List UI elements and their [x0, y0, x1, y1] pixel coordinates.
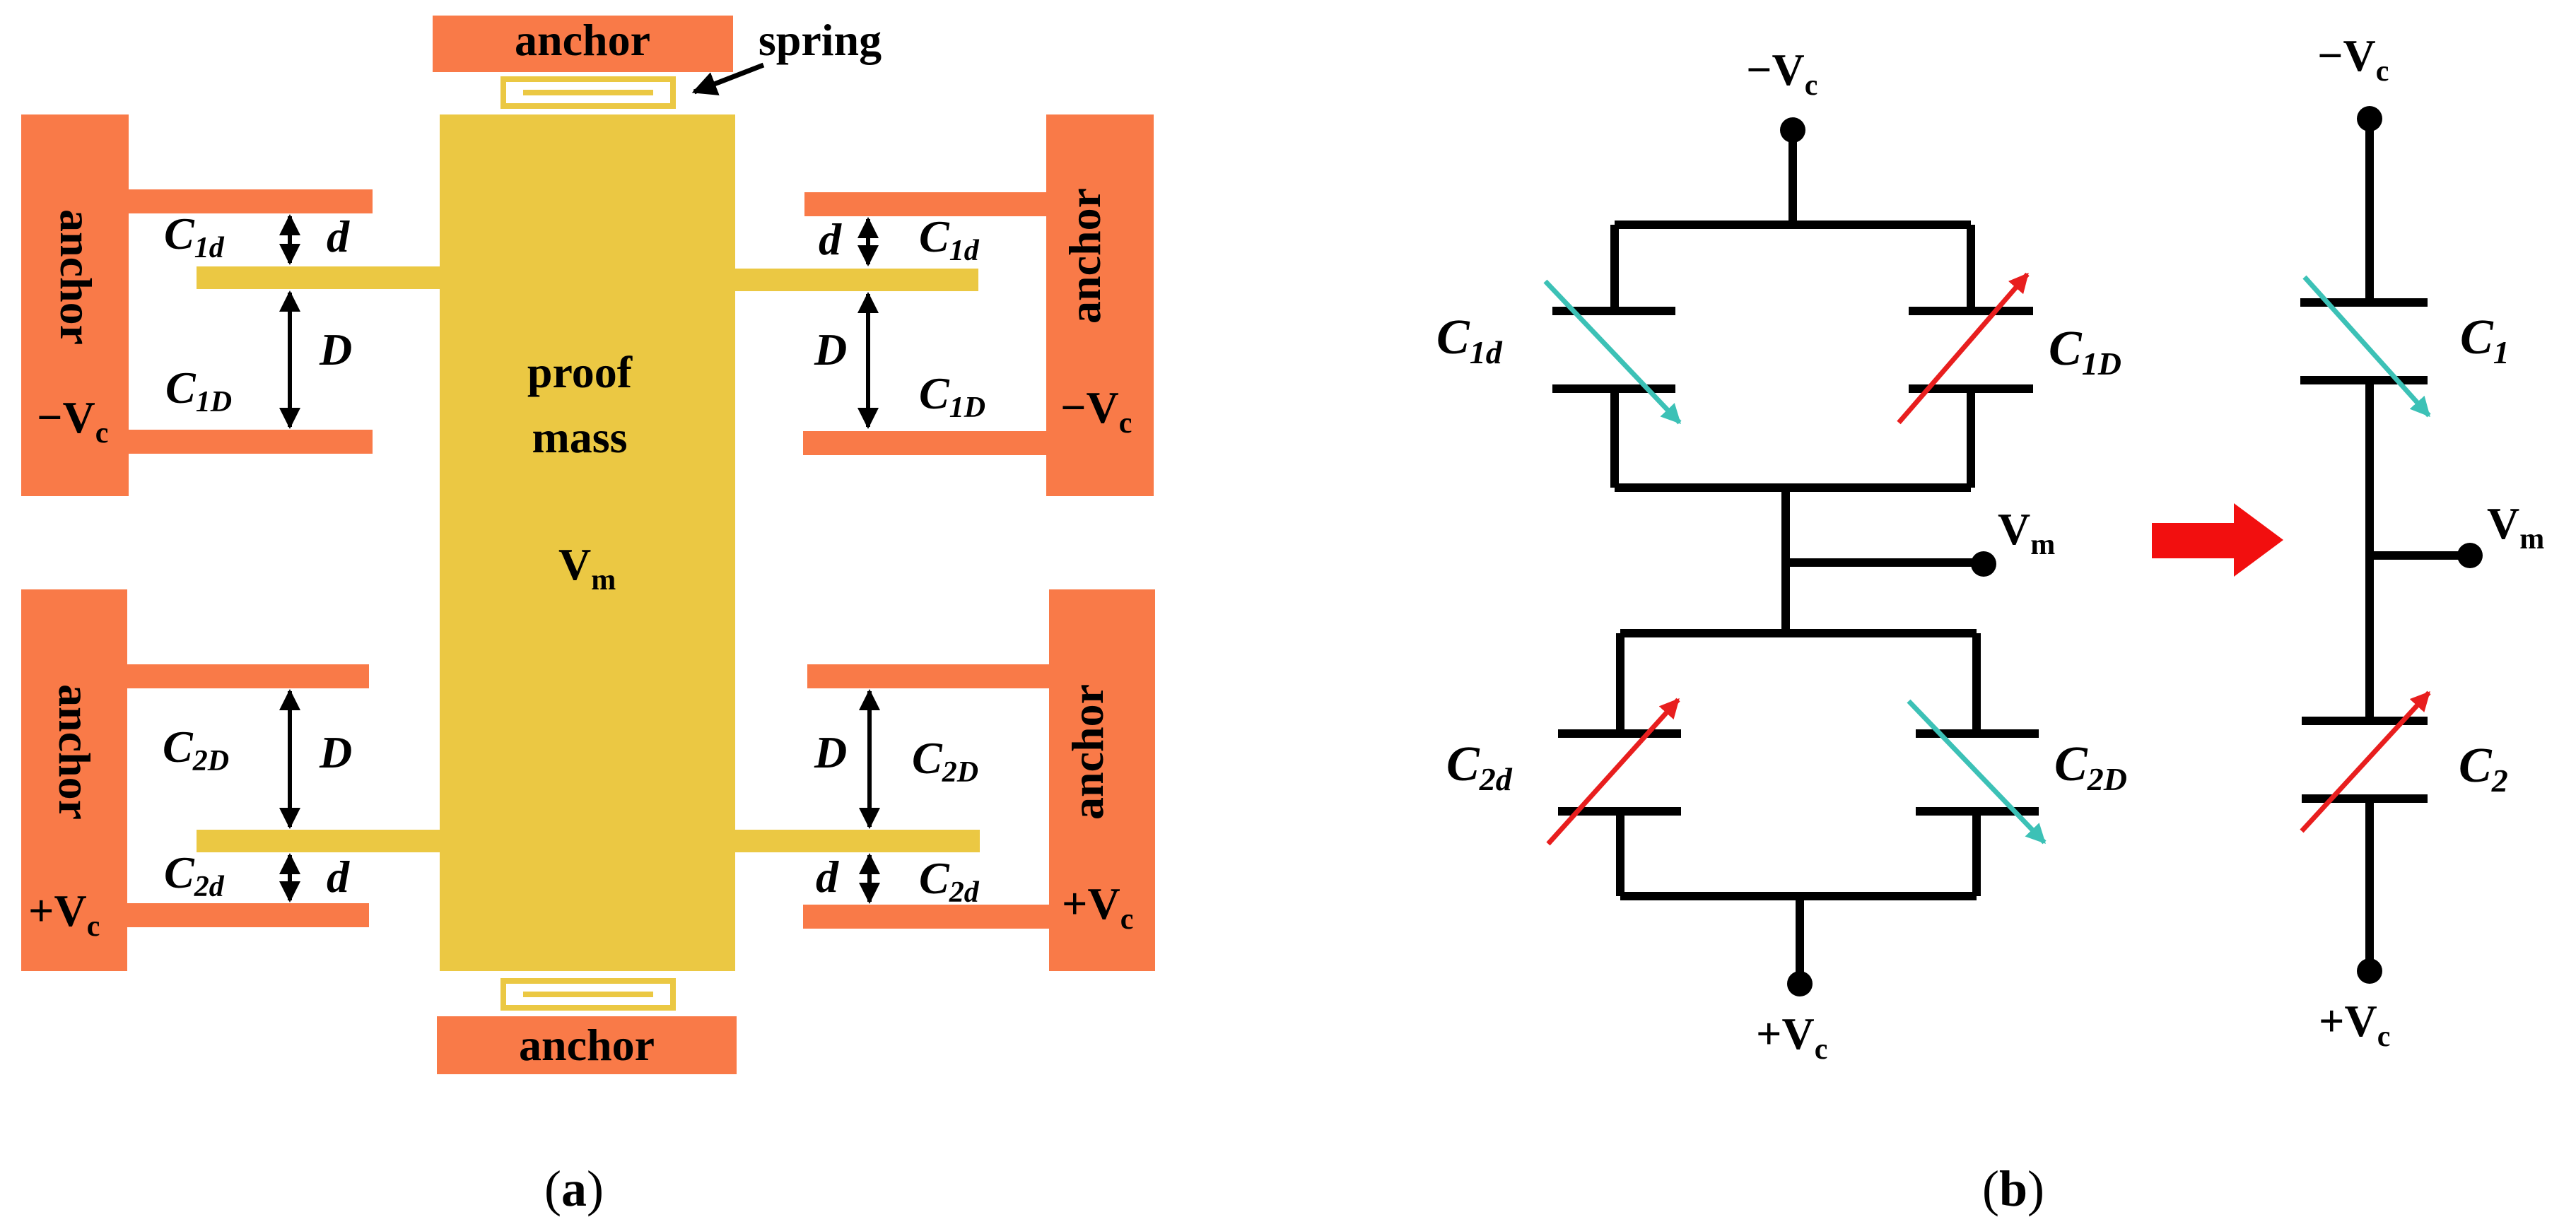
- top-spring: [500, 76, 676, 109]
- lower-left-bottom-finger: [127, 903, 369, 927]
- equivalence-arrow: [2152, 503, 2283, 577]
- lower-left-D-label: D: [319, 727, 352, 777]
- lower-right-c2d-label: C2d: [919, 853, 980, 909]
- upper-left-anchor: [21, 114, 129, 496]
- equiv-pos-vc-terminal: [2357, 958, 2382, 984]
- bridge-neg-vc-terminal: [1780, 117, 1805, 143]
- bridge-c1d-label: C1d: [1436, 310, 1503, 370]
- bridge-c2d-arrow: [1546, 698, 1680, 846]
- bottom-anchor: [437, 1016, 737, 1074]
- equiv-vm-terminal: [2457, 543, 2483, 568]
- equiv-c1-label: C1: [2460, 310, 2510, 370]
- bridge-c2D-arrow: [1907, 699, 2047, 845]
- equiv-neg-vc-terminal: [2357, 106, 2382, 131]
- bridge-c2d-label: C2d: [1446, 737, 1513, 797]
- upper-right-c1D-label: C1D: [919, 368, 985, 424]
- upper-left-d-label: d: [327, 211, 350, 261]
- panel-a: anchor spring proof mass Vm anchor ancho…: [21, 15, 1155, 1217]
- upper-right-mass-finger: [735, 269, 978, 291]
- upper-left-anchor-label: anchor: [51, 209, 101, 345]
- upper-left-mass-finger: [197, 266, 440, 289]
- bridge-vm-terminal: [1971, 551, 1996, 577]
- lower-right-d-label: d: [816, 852, 839, 902]
- upper-left-c1D-label: C1D: [165, 363, 232, 418]
- lower-left-mass-finger: [197, 830, 440, 852]
- lower-right-anchor-label: anchor: [1062, 684, 1113, 820]
- bridge-neg-vc-label: −Vc: [1746, 45, 1817, 102]
- upper-right-bottom-finger: [803, 431, 1046, 455]
- upper-right-top-finger: [804, 192, 1046, 216]
- upper-left-top-finger: [129, 189, 373, 213]
- panel-b-caption: (b): [1982, 1160, 2044, 1217]
- equiv-neg-vc-label: −Vc: [2317, 30, 2389, 88]
- panel-b-bridge-nodes: [1780, 117, 1996, 996]
- bridge-c1D-label: C1D: [2049, 322, 2121, 382]
- upper-left-D-label: D: [319, 324, 352, 375]
- equiv-c2-arrow: [2300, 690, 2431, 833]
- bridge-pos-vc-label: +Vc: [1756, 1009, 1827, 1066]
- panel-b-bridge-circuit: [1552, 134, 2039, 978]
- upper-right-vc-label: −Vc: [1060, 382, 1132, 440]
- bridge-c1D-arrow: [1897, 272, 2030, 425]
- top-anchor: [433, 16, 733, 72]
- upper-left-c1d-label: C1d: [164, 208, 225, 264]
- lower-right-anchor: [1049, 589, 1155, 971]
- lower-left-anchor: [21, 589, 127, 971]
- panel-a-caption: (a): [544, 1160, 604, 1217]
- lower-left-vc-label: +Vc: [28, 886, 100, 943]
- panel-b-equivalent-circuit: [2300, 119, 2464, 970]
- equiv-pos-vc-label: +Vc: [2319, 996, 2390, 1053]
- upper-right-anchor-label: anchor: [1060, 188, 1110, 324]
- lower-left-anchor-label: anchor: [49, 684, 100, 820]
- upper-right-D-label: D: [814, 324, 847, 375]
- equiv-c1-arrow: [2302, 275, 2431, 418]
- upper-right-anchor: [1046, 114, 1154, 496]
- spring-pointer-arrow: [691, 62, 765, 95]
- equiv-vm-label: Vm: [2487, 498, 2544, 555]
- proof-mass-vm-label: Vm: [558, 539, 616, 596]
- upper-left-bottom-finger: [129, 430, 373, 454]
- lower-right-vc-label: +Vc: [1062, 878, 1133, 936]
- lower-right-c2D-label: C2D: [912, 733, 978, 789]
- bottom-anchor-label: anchor: [519, 1020, 655, 1070]
- bridge-pos-vc-terminal: [1787, 971, 1813, 996]
- lower-right-bottom-finger: [803, 905, 1049, 929]
- top-anchor-label: anchor: [515, 15, 650, 65]
- lower-right-mass-finger: [735, 830, 980, 852]
- equiv-c2-label: C2: [2459, 739, 2508, 799]
- spring-label: spring: [759, 15, 882, 65]
- bottom-spring: [500, 978, 676, 1011]
- bridge-c2D-label: C2D: [2054, 737, 2127, 797]
- lower-left-c2D-label: C2D: [163, 722, 229, 777]
- lower-left-top-finger: [127, 664, 369, 688]
- upper-right-c1d-label: C1d: [919, 211, 980, 267]
- bridge-c1d-arrow: [1543, 279, 1682, 425]
- proof-mass-label-2: mass: [532, 412, 627, 462]
- proof-mass: [440, 114, 735, 971]
- upper-left-vc-label: −Vc: [37, 392, 108, 449]
- proof-mass-label-1: proof: [527, 347, 633, 397]
- bridge-vm-label: Vm: [1998, 504, 2055, 561]
- panel-b-equivalent-nodes: [2357, 106, 2483, 984]
- lower-right-top-finger: [807, 664, 1049, 688]
- lower-right-D-label: D: [814, 727, 847, 777]
- upper-right-d-label: d: [819, 214, 842, 264]
- lower-left-c2d-label: C2d: [164, 847, 225, 903]
- lower-left-d-label: d: [327, 852, 350, 902]
